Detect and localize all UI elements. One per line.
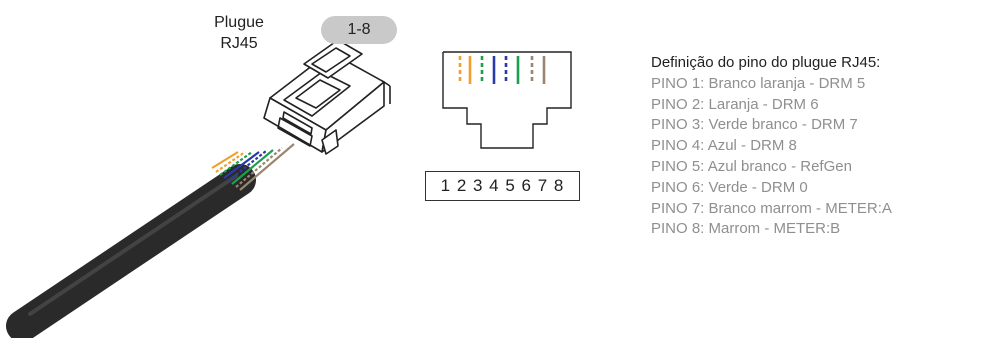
pin-definition-item: PINO 5: Azul branco - RefGen <box>651 157 852 175</box>
plug-label-line2: RJ45 <box>220 35 258 52</box>
pin-definition-item: PINO 7: Branco marrom - METER:A <box>651 199 892 217</box>
plug-label: Plugue RJ45 <box>200 12 278 54</box>
pin-definition-item: PINO 3: Verde branco - DRM 7 <box>651 116 858 134</box>
pin-definition-item: PINO 2: Laranja - DRM 6 <box>651 95 819 113</box>
ethernet-cable <box>6 164 256 338</box>
pin-definition-item: PINO 1: Branco laranja - DRM 5 <box>651 74 866 92</box>
rj45-jack-socket <box>442 51 572 149</box>
pin-definition-item: PINO 6: Verde - DRM 0 <box>651 178 808 196</box>
jack-pin-wires <box>458 56 546 84</box>
rj45-plug-drawing <box>263 39 391 155</box>
pin-definition-title: Definição do pino do plugue RJ45: <box>651 54 881 71</box>
pin-definition-item: PINO 8: Marrom - METER:B <box>651 220 841 238</box>
cable-wires <box>211 143 295 191</box>
plug-label-line1: Plugue <box>214 14 264 31</box>
pin-definition-item: PINO 4: Azul - DRM 8 <box>651 137 797 155</box>
pin-definition-list: Definição do pino do plugue RJ45: PINO 1… <box>651 53 892 240</box>
pin-range-badge: 1-8 <box>321 16 397 44</box>
pin-number-strip: 1 2 3 4 5 6 7 8 <box>425 171 580 201</box>
